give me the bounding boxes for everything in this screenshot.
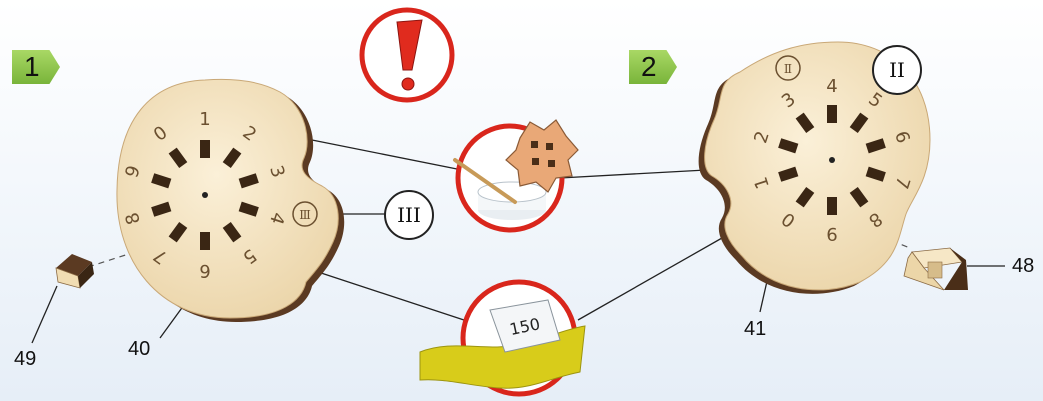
leader-part-49 [31, 285, 58, 344]
left-disc-slot-9 [151, 173, 172, 189]
block-48 [903, 247, 968, 291]
glue-cup-icon [453, 119, 579, 233]
right-disc-digit-9: 9 [826, 223, 837, 244]
left-disc-slot-6 [200, 232, 210, 250]
right-disc-slot-7 [865, 166, 886, 182]
step-badge-1: 1 [12, 50, 60, 84]
callout-iii-label: III [397, 203, 421, 227]
right-disc-slot-9 [827, 197, 837, 215]
right-disc-slot-4 [827, 105, 837, 123]
leader-sanding-to-right-disc [577, 237, 723, 321]
leader-left-disc-to-glue [311, 139, 463, 171]
part-number-40: 40 [128, 338, 151, 360]
step-number-2: 2 [641, 51, 657, 82]
right-disc-slot-6 [865, 138, 886, 154]
part-number-48: 48 [1012, 255, 1035, 277]
mark-circle-left [292, 201, 318, 227]
left-disc-slot-5 [222, 221, 242, 243]
right-disc-slot-1 [778, 166, 799, 182]
part-number-41: 41 [744, 318, 767, 340]
step-number-1: 1 [24, 51, 40, 82]
exclamation-icon [359, 7, 455, 103]
part-number-49: 49 [14, 348, 37, 370]
left-disc-slot-1 [200, 140, 210, 158]
step-badge-2: 2 [629, 50, 677, 84]
left-disc-digit-1: 1 [199, 109, 210, 130]
left-disc-slot-2 [222, 147, 242, 169]
leader-glue-to-right-disc [559, 169, 707, 179]
leader-left-disc-to-sanding [311, 269, 471, 323]
left-disc-slot-7 [168, 221, 188, 243]
callout-ii: II [872, 45, 922, 95]
mark-circle-right [775, 55, 801, 81]
left-disc-slot-8 [151, 201, 172, 217]
right-disc-slot-3 [795, 112, 815, 134]
left-disc-digit-6: 6 [199, 260, 210, 281]
right-disc-slot-0 [795, 186, 815, 208]
block-49 [55, 254, 94, 289]
guide-left-block [87, 235, 186, 268]
left-disc-slot-3 [238, 173, 259, 189]
right-disc-mark: Ⅱ [784, 62, 792, 76]
right-disc-slot-8 [849, 186, 869, 208]
left-disc-mark: Ⅲ [299, 208, 311, 222]
sandpaper-icon: 150 [419, 279, 586, 397]
left-disc-slot-4 [238, 201, 259, 217]
left-disc-slot-0 [168, 147, 188, 169]
right-disc-slot-5 [849, 112, 869, 134]
right-disc-slot-2 [778, 138, 799, 154]
right-disc-digit-4: 4 [826, 76, 837, 97]
callout-ii-label: II [889, 58, 905, 82]
callout-iii: III [384, 190, 434, 240]
